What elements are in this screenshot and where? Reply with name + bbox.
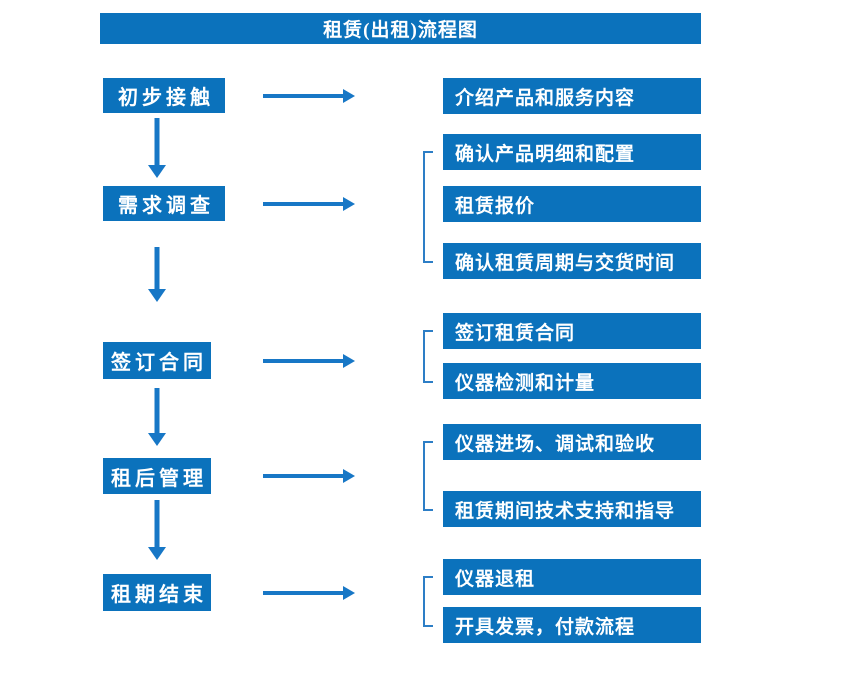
- detail-box-confirm-period-delivery: 确认租赁周期与交货时间: [443, 243, 701, 279]
- page-title: 租赁(出租)流程图: [100, 13, 701, 44]
- stage-box-demand-survey: 需求调查: [103, 186, 225, 221]
- detail-box-instrument-testing: 仪器检测和计量: [443, 363, 701, 399]
- arrow-right-icon: [263, 196, 355, 211]
- stage-box-initial-contact: 初步接触: [103, 78, 225, 113]
- arrow-down-icon: [148, 388, 166, 446]
- detail-box-rental-quotation: 租赁报价: [443, 186, 701, 222]
- stage-box-post-rental-management: 租后管理: [103, 458, 211, 494]
- group-bracket: [423, 576, 433, 627]
- arrow-down-icon: [148, 500, 166, 560]
- stage-box-sign-contract: 签订合同: [103, 342, 211, 379]
- detail-box-sign-rental-contract: 签订租赁合同: [443, 313, 701, 349]
- group-bracket: [423, 151, 433, 263]
- detail-box-instrument-return: 仪器退租: [443, 559, 701, 595]
- arrow-right-icon: [263, 585, 355, 600]
- detail-box-technical-support: 租赁期间技术支持和指导: [443, 491, 701, 527]
- arrow-right-icon: [263, 469, 355, 483]
- detail-box-confirm-product-config: 确认产品明细和配置: [443, 134, 701, 170]
- group-bracket: [423, 441, 433, 511]
- arrow-down-icon: [148, 247, 166, 302]
- arrow-right-icon: [263, 353, 355, 368]
- detail-box-instrument-setup-acceptance: 仪器进场、调试和验收: [443, 424, 701, 460]
- arrow-right-icon: [263, 88, 355, 103]
- arrow-down-icon: [148, 118, 166, 178]
- detail-box-invoice-payment: 开具发票，付款流程: [443, 607, 701, 643]
- detail-box-introduce-products: 介绍产品和服务内容: [443, 78, 701, 114]
- stage-box-rental-end: 租期结束: [103, 574, 211, 611]
- group-bracket: [423, 330, 433, 383]
